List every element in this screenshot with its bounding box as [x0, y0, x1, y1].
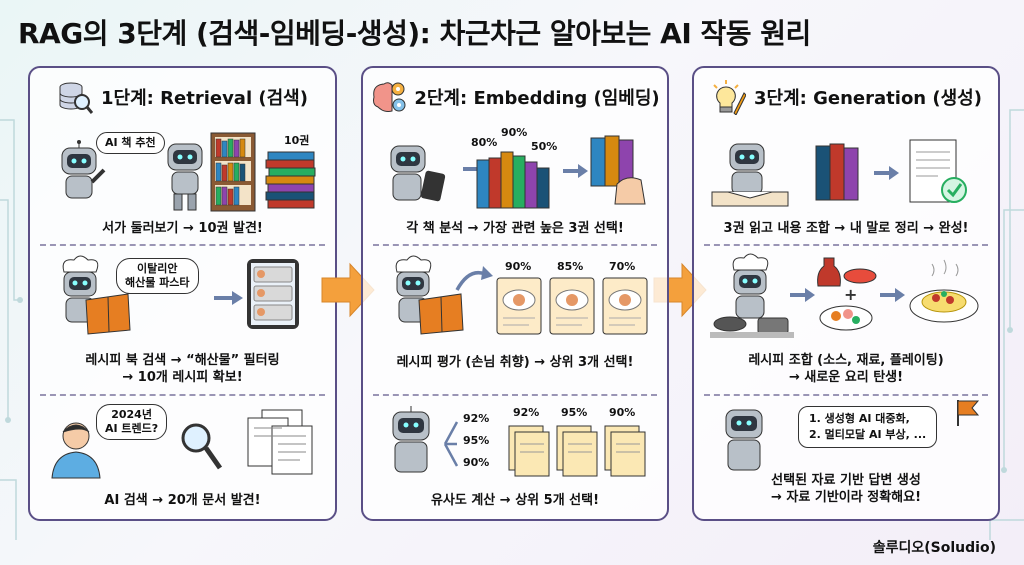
section-divider — [40, 394, 325, 396]
panel-generation: 3단계: Generation (생성) 3권 읽고 내용 조합 → 내 말로 … — [692, 66, 1000, 521]
section-divider — [373, 394, 657, 396]
arrow-right-icon — [880, 288, 905, 302]
panel-heading: 2단계: Embedding (임베딩) — [363, 78, 667, 116]
recipe-cards-icon — [496, 277, 648, 335]
score-label: 90% — [505, 260, 532, 273]
row-caption: 레시피 평가 (손님 취향) → 상위 3개 선택! — [396, 355, 634, 370]
flag-icon — [957, 400, 980, 426]
book-stack-icon — [265, 151, 316, 209]
brain-gears-icon — [373, 82, 406, 112]
section-divider — [40, 244, 325, 246]
caption-line: → 새로운 요리 탄생! — [788, 370, 904, 385]
arrow-right-icon — [790, 288, 815, 302]
book-count-label: 10권 — [284, 134, 310, 147]
panel-heading: 1단계: Retrieval (검색) — [30, 78, 335, 116]
bubble-line: 해산물 파스타 — [125, 276, 190, 289]
panel-embedding: 2단계: Embedding (임베딩) 80% 90% 50% 각 책 분석 … — [361, 66, 669, 521]
section-divider — [704, 394, 988, 396]
score-label: 95% — [463, 434, 490, 447]
arrow-right-icon — [214, 291, 243, 305]
hand-books-icon — [590, 135, 646, 205]
pasta-dish-icon — [909, 259, 979, 323]
row-caption: AI 검색 → 20개 문서 발견! — [104, 493, 261, 508]
robot-icon — [167, 143, 203, 211]
documents-icon — [508, 425, 646, 477]
score-label: 50% — [531, 140, 558, 153]
person-icon — [51, 422, 101, 479]
panel-title: 2단계: Embedding (임베딩) — [414, 88, 660, 109]
speech-bubble: 이탈리안 해산물 파스타 — [116, 258, 199, 294]
magnifier-icon — [181, 423, 223, 470]
books-icon — [815, 143, 859, 201]
bookshelf-icon — [210, 132, 256, 212]
documents-icon — [247, 409, 313, 475]
ingredients-icon: + — [817, 257, 877, 331]
arrow-right-icon — [563, 164, 588, 178]
score-label: 90% — [501, 126, 528, 139]
row-caption: 유사도 계산 → 상위 5개 선택! — [430, 493, 600, 508]
caption-line: 선택된 자료 기반 답변 생성 — [771, 473, 921, 488]
robot-tablet-icon — [390, 145, 446, 202]
chef-robot-icon — [62, 255, 131, 335]
score-label: 80% — [471, 136, 498, 149]
scored-books-icon — [476, 151, 550, 209]
panel-title: 1단계: Retrieval (검색) — [101, 88, 308, 109]
score-label: 85% — [557, 260, 584, 273]
panel-retrieval: 1단계: Retrieval (검색) AI 책 추천 10권 서가 둘러보기 … — [28, 66, 337, 521]
row-caption: 레시피 조합 (소스, 재료, 플레이팅) → 새로운 요리 탄생! — [694, 352, 998, 386]
writing-robot-icon — [711, 143, 789, 207]
panel-heading: 3단계: Generation (생성) — [694, 78, 998, 116]
svg-text:+: + — [844, 285, 857, 304]
robot-icon — [61, 140, 106, 199]
score-label: 90% — [609, 406, 636, 419]
bubble-line: AI 트렌드? — [105, 422, 159, 435]
document-check-icon — [909, 139, 967, 203]
chef-robot-icon — [395, 255, 464, 335]
robot-icon — [725, 409, 763, 471]
panel-title: 3단계: Generation (생성) — [754, 88, 982, 109]
answer-bubble: 1. 생성형 AI 대중화, 2. 멀티모달 AI 부상, ... — [798, 406, 938, 448]
lightbulb-pencil-icon — [713, 80, 747, 115]
row-caption: 서가 둘러보기 → 10권 발견! — [102, 221, 263, 236]
row-caption: 레시피 북 검색 → “해산물” 필터링 → 10개 레시피 확보! — [30, 352, 335, 386]
row-caption: 3권 읽고 내용 조합 → 내 말로 정리 → 완성! — [723, 221, 969, 236]
score-label: 70% — [609, 260, 636, 273]
speech-bubble: AI 책 추천 — [96, 132, 165, 154]
caption-line: → 10개 레시피 확보! — [122, 370, 243, 385]
chef-robot-cooking-icon — [710, 253, 794, 338]
page-title: RAG의 3단계 (검색-임베딩-생성): 차근차근 알아보는 AI 작동 원리 — [18, 17, 811, 50]
score-label: 90% — [463, 456, 490, 469]
row-caption: 선택된 자료 기반 답변 생성 → 자료 기반이라 정확해요! — [694, 472, 998, 506]
arrow-right-icon — [874, 166, 899, 180]
section-divider — [373, 244, 657, 246]
caption-line: 레시피 북 검색 → “해산물” 필터링 — [85, 353, 280, 368]
score-label: 92% — [463, 412, 490, 425]
speech-bubble: 2024년 AI 트렌드? — [96, 404, 168, 440]
answer-line: 2. 멀티모달 AI 부상, ... — [809, 428, 927, 441]
answer-line: 1. 생성형 AI 대중화, — [809, 412, 910, 425]
curved-arrow-icon — [455, 266, 493, 291]
row-caption: 각 책 분석 → 가장 관련 높은 3권 선택! — [406, 221, 624, 236]
score-label: 95% — [561, 406, 588, 419]
database-search-icon — [59, 82, 94, 114]
fan-arrows-icon — [443, 421, 459, 467]
score-label: 92% — [513, 406, 540, 419]
footer-credit: 솔루디오(Soludio) — [872, 540, 996, 556]
section-divider — [704, 244, 988, 246]
bubble-line: 2024년 — [111, 408, 152, 421]
caption-line: → 자료 기반이라 정확해요! — [771, 490, 921, 505]
robot-icon — [392, 406, 430, 473]
caption-line: 레시피 조합 (소스, 재료, 플레이팅) — [748, 353, 944, 368]
tablet-recipes-icon — [247, 259, 299, 329]
bubble-line: 이탈리안 — [137, 262, 178, 275]
